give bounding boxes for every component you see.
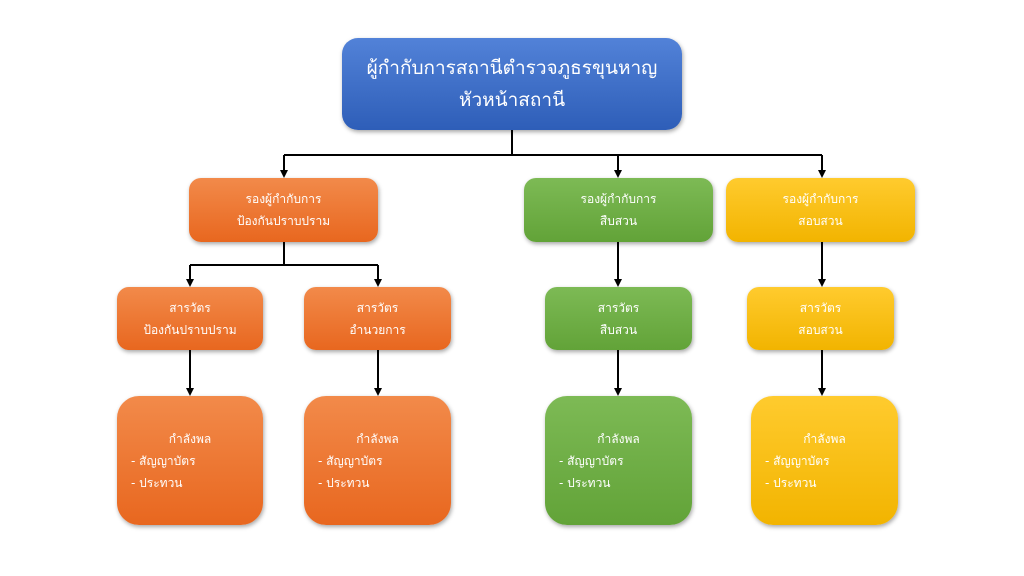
inspector-inquiry-node: สารวัตรสอบสวน bbox=[747, 287, 894, 350]
node-subtitle: สืบสวน bbox=[599, 322, 638, 337]
list-item: - สัญญาบัตร bbox=[131, 453, 196, 468]
node-title: รองผู้กำกับการ bbox=[580, 192, 657, 206]
node-title: สารวัตร bbox=[799, 300, 842, 315]
inspector-prevention-node: สารวัตรป้องกันปราบปราม bbox=[117, 287, 263, 350]
list-item: - สัญญาบัตร bbox=[318, 453, 383, 468]
node-title: สารวัตร bbox=[169, 300, 211, 315]
list-item: - ประทวน bbox=[131, 475, 183, 490]
node-title: กำลังพล bbox=[356, 431, 399, 446]
inspector-investigation-node: สารวัตรสืบสวน bbox=[545, 287, 692, 350]
node-subtitle: หัวหน้าสถานี bbox=[458, 89, 566, 111]
node-title: สารวัตร bbox=[356, 300, 399, 315]
node-title: สารวัตร bbox=[597, 300, 640, 315]
node-title: ผู้กำกับการสถานีตำรวจภูธรขุนหาญ bbox=[366, 57, 658, 79]
list-item: - ประทวน bbox=[559, 475, 611, 490]
node-subtitle: ป้องกันปราบปราม bbox=[143, 322, 237, 337]
deputy-prevention-node: รองผู้กำกับการป้องกันปราบปราม bbox=[189, 178, 378, 242]
force-node: กำลังพล - สัญญาบัตร - ประทวน bbox=[751, 396, 898, 525]
deputy-inquiry-node: รองผู้กำกับการสอบสวน bbox=[726, 178, 915, 242]
node-subtitle: ป้องกันปราบปราม bbox=[236, 214, 331, 228]
node-title: รองผู้กำกับการ bbox=[245, 192, 322, 206]
list-item: - สัญญาบัตร bbox=[765, 453, 830, 468]
node-title: กำลังพล bbox=[168, 431, 212, 446]
list-item: - สัญญาบัตร bbox=[559, 453, 624, 468]
force-node: กำลังพล - สัญญาบัตร - ประทวน bbox=[304, 396, 451, 525]
node-title: กำลังพล bbox=[803, 431, 846, 446]
force-node: กำลังพล - สัญญาบัตร - ประทวน bbox=[117, 396, 263, 525]
list-item: - ประทวน bbox=[318, 475, 370, 490]
list-item: - ประทวน bbox=[765, 475, 817, 490]
inspector-admin-node: สารวัตรอำนวยการ bbox=[304, 287, 451, 350]
node-title: รองผู้กำกับการ bbox=[782, 192, 859, 206]
station-chief-node: ผู้กำกับการสถานีตำรวจภูธรขุนหาญ หัวหน้าส… bbox=[342, 38, 682, 130]
force-node: กำลังพล - สัญญาบัตร - ประทวน bbox=[545, 396, 692, 525]
deputy-investigation-node: รองผู้กำกับการสืบสวน bbox=[524, 178, 713, 242]
connector bbox=[284, 130, 822, 156]
node-subtitle: สอบสวน bbox=[798, 322, 843, 337]
connector bbox=[190, 242, 378, 266]
node-title: กำลังพล bbox=[597, 431, 640, 446]
node-subtitle: อำนวยการ bbox=[349, 322, 406, 337]
node-subtitle: สืบสวน bbox=[599, 214, 638, 228]
node-subtitle: สอบสวน bbox=[798, 214, 843, 228]
